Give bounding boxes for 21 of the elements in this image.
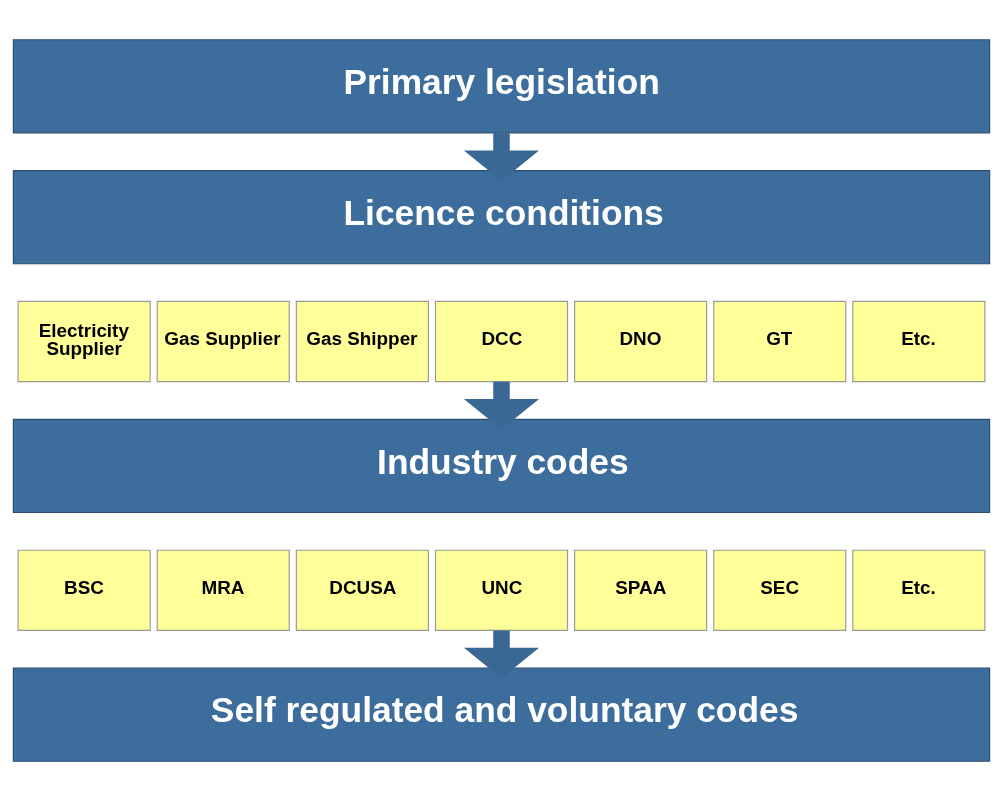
- node-box: Gas Shipper: [295, 300, 429, 383]
- node-box: Self regulated and voluntary codes: [12, 667, 991, 762]
- node-box: SEC: [713, 549, 847, 631]
- node-box: Primary legislation: [12, 39, 991, 134]
- node-box: DNO: [574, 300, 708, 383]
- node-box: Licence conditions: [12, 170, 991, 265]
- arrow: [463, 381, 540, 430]
- node-box: Industry codes: [12, 418, 991, 514]
- node-box: UNC: [434, 549, 569, 631]
- node-box: Electricity Supplier: [17, 300, 151, 383]
- node-box: MRA: [156, 549, 290, 631]
- node-box: GT: [713, 300, 847, 383]
- arrow: [463, 630, 540, 679]
- node-box: SPAA: [574, 549, 708, 631]
- node-box: DCC: [434, 300, 569, 383]
- node-box: Gas Supplier: [156, 300, 290, 383]
- node-box: Etc.: [852, 549, 986, 631]
- arrow: [463, 133, 540, 182]
- node-box: BSC: [17, 549, 151, 631]
- node-box: Etc.: [852, 300, 986, 383]
- node-box: DCUSA: [295, 549, 429, 631]
